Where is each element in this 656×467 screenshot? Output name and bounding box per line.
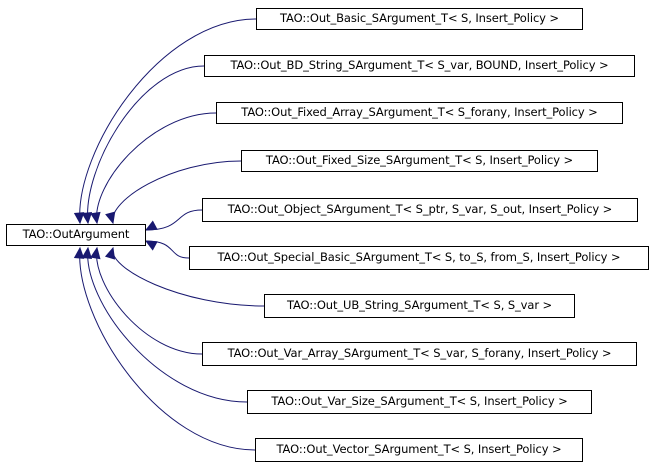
derived-class-label: TAO::Out_Var_Size_SArgument_T< S, Insert… — [271, 394, 568, 409]
inheritance-edge — [96, 112, 217, 224]
derived-class-label: TAO::Out_Object_SArgument_T< S_ptr, S_va… — [227, 202, 613, 217]
base-class-node[interactable]: TAO::OutArgument — [6, 224, 146, 246]
derived-class-label: TAO::Out_Vector_SArgument_T< S, Insert_P… — [276, 442, 562, 457]
derived-class-node-out-special-basic[interactable]: TAO::Out_Special_Basic_SArgument_T< S, t… — [189, 246, 649, 270]
inheritance-edge — [79, 247, 256, 451]
derived-class-node-out-fixed-array[interactable]: TAO::Out_Fixed_Array_SArgument_T< S_fora… — [216, 102, 623, 124]
inheritance-arrowhead — [144, 220, 158, 231]
inheritance-arrowhead — [73, 246, 85, 259]
inheritance-arrowhead — [73, 212, 85, 225]
derived-class-node-out-var-array[interactable]: TAO::Out_Var_Array_SArgument_T< S_var, S… — [202, 342, 637, 366]
inheritance-arrowhead — [81, 211, 93, 225]
inheritance-edge — [87, 65, 205, 224]
inheritance-arrowhead — [90, 211, 101, 225]
derived-class-label: TAO::Out_Basic_SArgument_T< S, Insert_Po… — [280, 11, 559, 26]
inheritance-edge — [87, 247, 248, 403]
inheritance-arrowhead — [144, 240, 158, 251]
derived-class-label: TAO::Out_Fixed_Array_SArgument_T< S_fora… — [241, 105, 598, 120]
derived-class-node-out-fixed-size[interactable]: TAO::Out_Fixed_Size_SArgument_T< S, Inse… — [241, 150, 598, 172]
derived-class-node-out-var-size[interactable]: TAO::Out_Var_Size_SArgument_T< S, Insert… — [247, 390, 592, 414]
inheritance-arrowhead — [105, 211, 116, 225]
base-class-label: TAO::OutArgument — [22, 227, 130, 242]
derived-class-node-out-object[interactable]: TAO::Out_Object_SArgument_T< S_ptr, S_va… — [202, 198, 638, 222]
derived-class-label: TAO::Out_Fixed_Size_SArgument_T< S, Inse… — [265, 153, 574, 168]
inheritance-arrowhead — [81, 246, 93, 260]
derived-class-node-out-basic[interactable]: TAO::Out_Basic_SArgument_T< S, Insert_Po… — [256, 8, 583, 30]
derived-class-label: TAO::Out_BD_String_SArgument_T< S_var, B… — [230, 58, 609, 73]
derived-class-label: TAO::Out_Var_Array_SArgument_T< S_var, S… — [227, 346, 612, 361]
inheritance-edge — [79, 18, 257, 224]
derived-class-node-out-bd-string[interactable]: TAO::Out_BD_String_SArgument_T< S_var, B… — [204, 55, 635, 77]
derived-class-label: TAO::Out_Special_Basic_SArgument_T< S, t… — [217, 250, 621, 265]
inheritance-arrowhead — [104, 246, 116, 260]
derived-class-node-out-vector[interactable]: TAO::Out_Vector_SArgument_T< S, Insert_P… — [255, 438, 583, 462]
derived-class-label: TAO::Out_UB_String_SArgument_T< S, S_var… — [286, 298, 553, 313]
inheritance-arrowhead — [90, 246, 101, 260]
inheritance-edge — [96, 247, 203, 355]
derived-class-node-out-ub-string[interactable]: TAO::Out_UB_String_SArgument_T< S, S_var… — [264, 294, 575, 318]
